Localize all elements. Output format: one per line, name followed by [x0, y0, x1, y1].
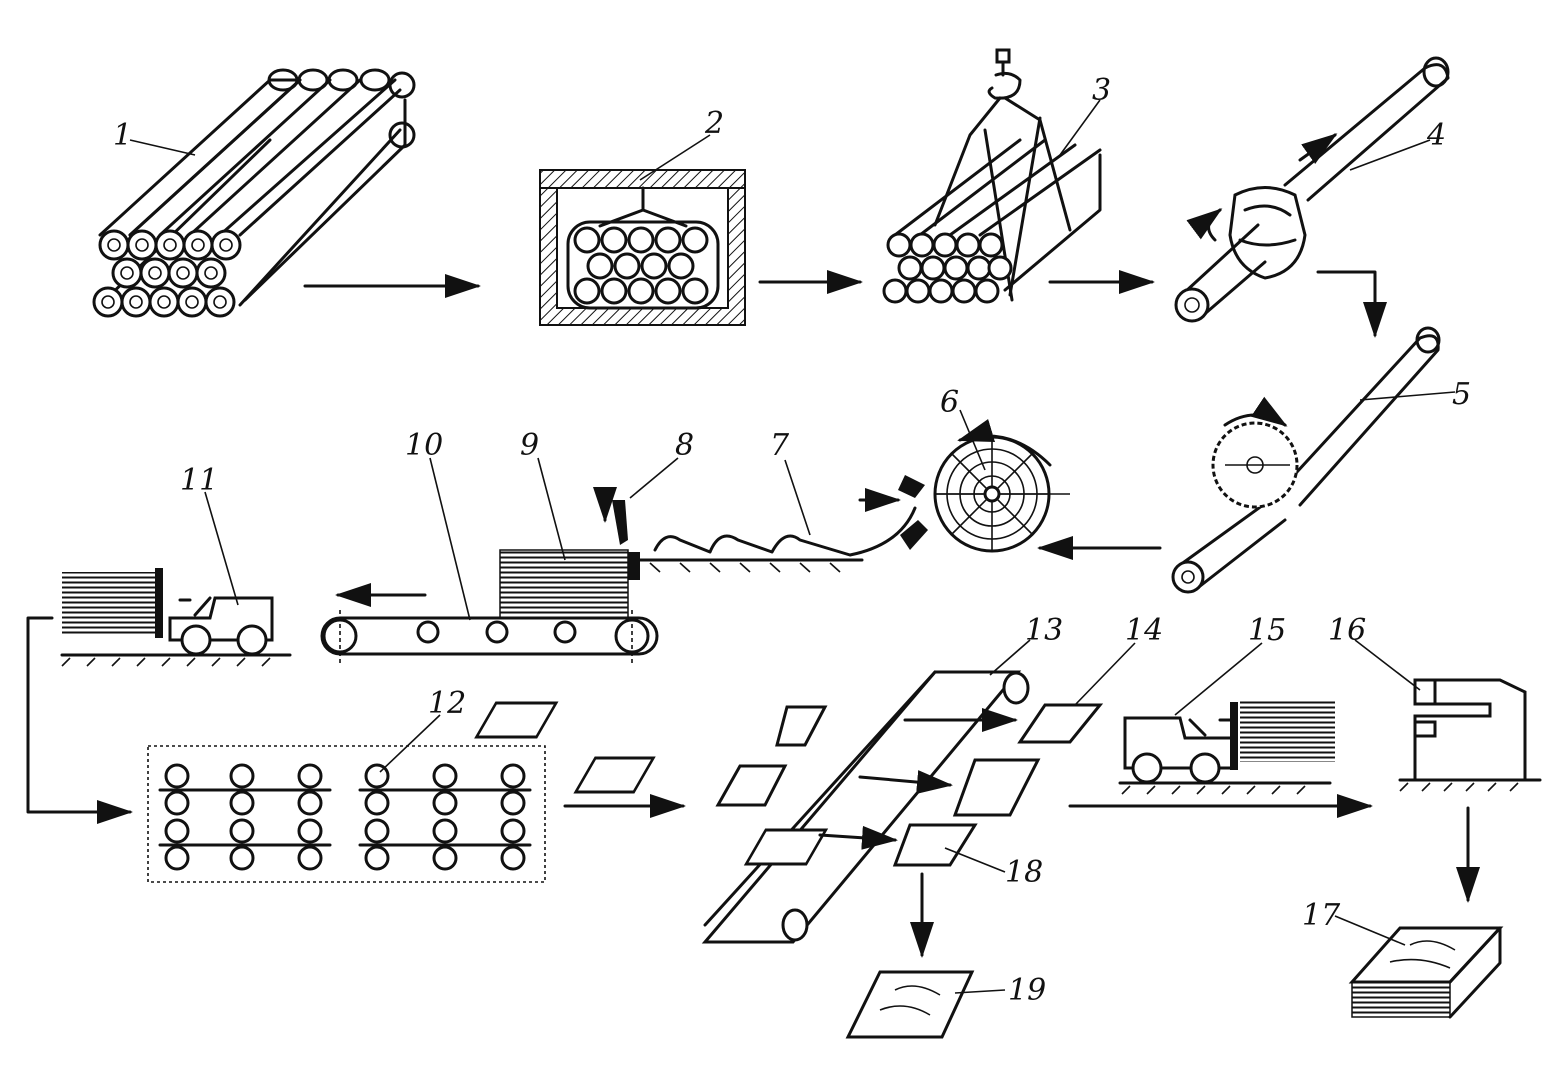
stacked-logs: 1 [92, 68, 416, 318]
press: 16 [1328, 613, 1542, 792]
node-6-label: 6 [940, 385, 959, 420]
node-12-label: 12 [428, 686, 466, 721]
edge-11-12 [26, 616, 133, 824]
flow-arrows [26, 270, 1480, 958]
veneer-pile-14: 14 [1074, 613, 1163, 706]
veneer-ribbon-and-clipper: 7 8 [593, 428, 917, 580]
node-13-label: 13 [1025, 613, 1063, 648]
node-8-label: 8 [675, 428, 694, 463]
cross-cut-saw: 5 [1171, 326, 1471, 594]
forklift-15: 15 [1118, 613, 1335, 795]
plywood-stack: 17 [1302, 898, 1504, 1019]
node-14-label: 14 [1125, 613, 1163, 648]
node-7-label: 7 [770, 428, 790, 463]
rotary-peeling-lathe: 6 [858, 385, 1070, 553]
steaming-pit: 2 [539, 106, 746, 326]
node-9-label: 9 [520, 428, 539, 463]
node-10-label: 10 [405, 428, 443, 463]
node-17-label: 17 [1302, 898, 1341, 933]
sorting-conveyor: 13 [474, 613, 1104, 944]
belt-conveyor: 10 [320, 428, 659, 665]
node-1-label: 1 [113, 118, 132, 153]
node-5-label: 5 [1452, 377, 1471, 412]
edge-4-5 [1316, 270, 1387, 338]
node-18-label: 18 [1005, 855, 1043, 890]
roller-dryer: 12 [147, 686, 546, 883]
node-16-label: 16 [1328, 613, 1366, 648]
veneer-sheet-stack: 9 [499, 428, 629, 619]
single-sheet-19: 19 [845, 970, 1046, 1039]
node-3-label: 3 [1092, 73, 1111, 108]
veneer-pile-18: 18 [944, 847, 1043, 890]
node-19-label: 19 [1008, 973, 1046, 1008]
log-bundle-on-crane-hook: 3 [882, 48, 1111, 304]
node-2-label: 2 [704, 106, 724, 141]
node-15-label: 15 [1248, 613, 1286, 648]
node-4-label: 4 [1426, 118, 1446, 153]
forklift-11: 11 [60, 463, 292, 667]
debarking-machine: 4 [1174, 56, 1450, 323]
node-11-label: 11 [180, 463, 218, 498]
